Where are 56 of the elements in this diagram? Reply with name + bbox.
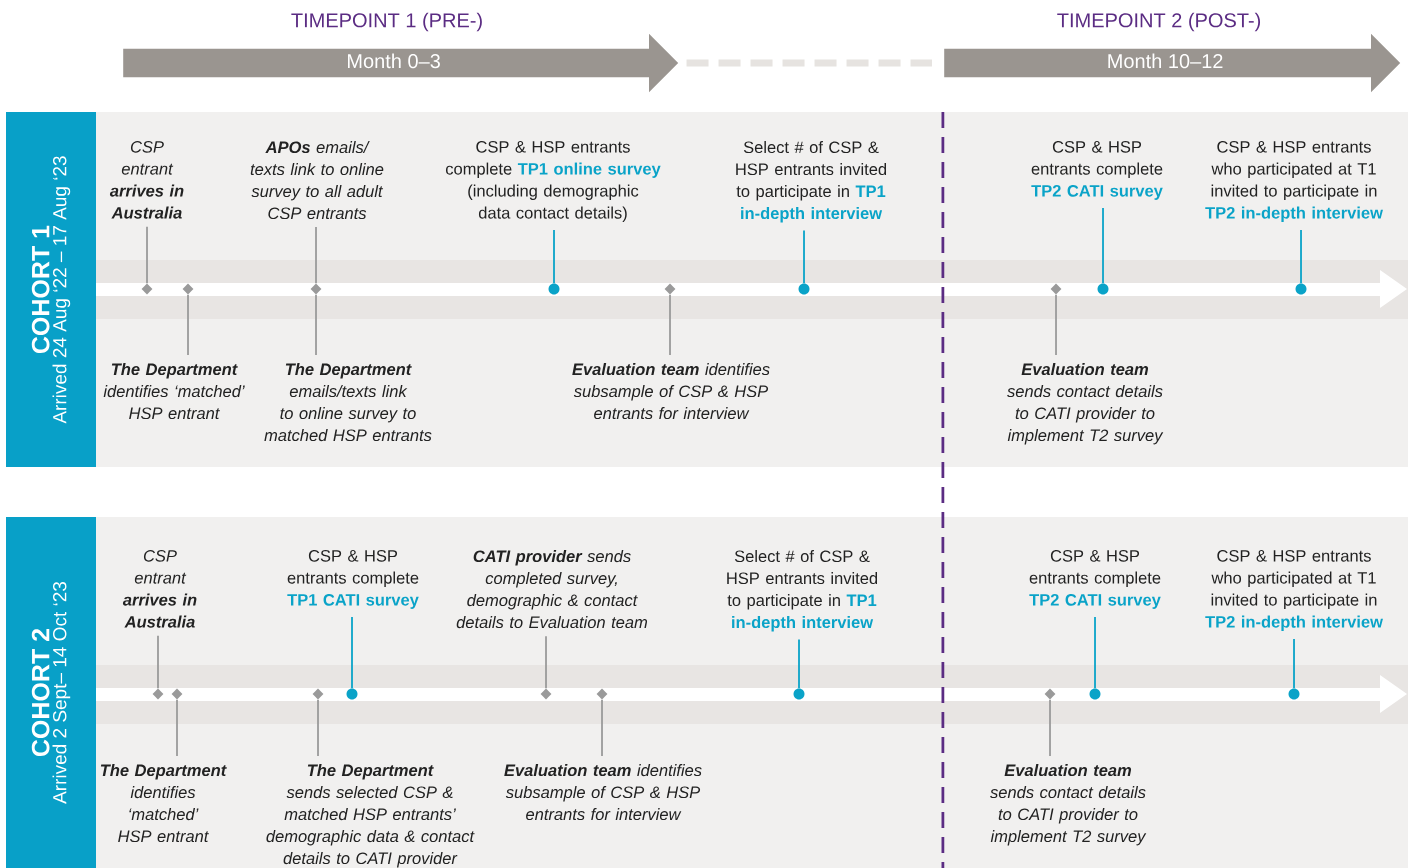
leader-line — [1049, 698, 1051, 757]
diamond-marker — [182, 283, 194, 295]
event-text: The Department identifies ‘matched’ HSP entrant — [103, 363, 245, 420]
event-text: CSP entrant arrives in Australia — [122, 550, 197, 628]
leader-line — [803, 229, 805, 285]
dashed-connector — [686, 59, 932, 67]
leader-line — [351, 616, 353, 690]
event-text: CSP & HSP entrants complete TP2 CATI survey — [1031, 141, 1163, 200]
phase-heading: TIMEPOINT 2 (POST-) — [1057, 12, 1261, 32]
event-text: CSP & HSP entrants complete TP1 online survey (including demographic data contact details) — [445, 141, 661, 222]
phase-heading: TIMEPOINT 1 (PRE-) — [291, 12, 482, 32]
leader-line — [176, 698, 178, 757]
diamond-marker — [152, 688, 164, 700]
leader-line — [317, 698, 319, 757]
diamond-marker — [664, 283, 676, 295]
diamond-marker — [596, 688, 608, 700]
event-text: CSP & HSP entrants complete TP1 CATI survey — [287, 550, 419, 609]
leader-line — [601, 698, 603, 757]
event-text: CSP & HSP entrants who participated at T1 invited to participate in TP2 in-depth interview — [1205, 141, 1383, 222]
event-text: The Department emails/texts link to online survey to matched HSP entrants — [264, 363, 432, 442]
diamond-marker — [141, 283, 153, 295]
event-text: Evaluation team sends contact details to CATI provider to implement T2 survey — [1007, 363, 1164, 445]
cohort-band: COHORT 2 Arrived 2 Sept– 14 Oct ‘23 — [6, 517, 96, 868]
leader-line — [1094, 616, 1096, 690]
leader-line — [545, 635, 547, 690]
leader-line — [1055, 293, 1057, 356]
event-text: CSP & HSP entrants complete TP2 CATI survey — [1029, 550, 1161, 609]
leader-line — [669, 293, 671, 356]
diamond-marker — [1044, 688, 1056, 700]
event-text: The Department sends selected CSP & matched HSP entrants’ demographic data & contact details to CATI provider — [266, 764, 475, 868]
event-text: Select # of CSP & HSP entrants invited to participate in TP1 in-depth interview — [727, 550, 878, 632]
cohort-band: COHORT 1 Arrived 24 Aug ‘22 – 17 Aug ‘23 — [6, 112, 96, 467]
leader-line — [187, 293, 189, 356]
diamond-marker — [171, 688, 183, 700]
leader-line — [315, 293, 317, 356]
diamond-marker — [540, 688, 552, 700]
event-text: CSP entrant arrives in Australia — [109, 141, 184, 219]
leader-line — [1102, 207, 1104, 285]
diamond-marker — [1050, 283, 1062, 295]
event-text: Evaluation team identifies subsample of CSP & HSP entrants for interview — [572, 363, 770, 420]
event-text: Evaluation team sends contact details to CATI provider to implement T2 survey — [990, 764, 1147, 846]
event-text: APOs emails/ texts link to online survey to all adult CSP entrants — [250, 141, 384, 220]
leader-line — [315, 226, 317, 285]
leader-line — [1300, 229, 1302, 285]
leader-line — [1293, 638, 1295, 690]
diamond-marker — [310, 283, 322, 295]
event-text: CATI provider sends completed survey, demographic & contact details to Evaluation team — [456, 550, 648, 629]
event-text: The Department identifies ‘matched’ HSP entrant — [100, 764, 227, 843]
diamond-marker — [312, 688, 324, 700]
leader-line — [157, 634, 159, 690]
event-text: CSP & HSP entrants who participated at T1 invited to participate in TP2 in-depth interview — [1205, 550, 1383, 631]
leader-line — [146, 225, 148, 285]
event-text: Select # of CSP & HSP entrants invited to participate in TP1 in-depth interview — [736, 141, 887, 223]
event-text: Evaluation team identifies subsample of CSP & HSP entrants for interview — [504, 764, 702, 821]
leader-line — [798, 638, 800, 690]
leader-line — [553, 229, 555, 285]
